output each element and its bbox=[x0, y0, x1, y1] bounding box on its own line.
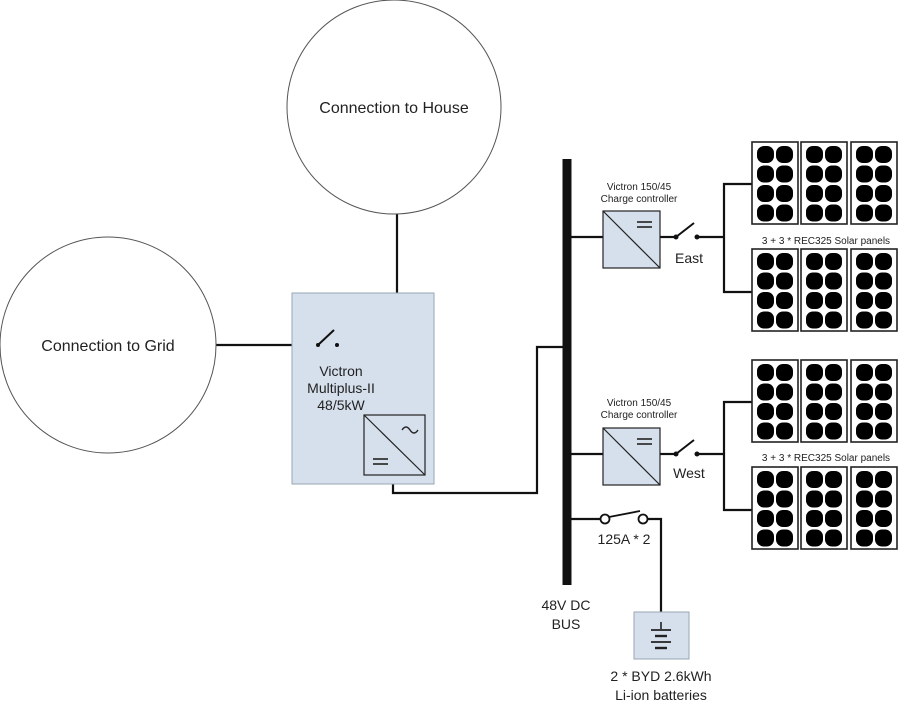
solar-panel-east-2-3 bbox=[850, 248, 898, 332]
solar-panel-east-2-2 bbox=[800, 248, 848, 332]
battery-label-line2: Li-ion batteries bbox=[615, 687, 707, 703]
battery: 2 * BYD 2.6kWh Li-ion batteries bbox=[610, 611, 712, 703]
solar-panel-west-1-1 bbox=[751, 359, 799, 443]
east-charge-controller: Victron 150/45 Charge controller East bbox=[601, 182, 703, 269]
east-controller-label-line2: Charge controller bbox=[601, 194, 678, 205]
east-array-label: East bbox=[675, 250, 703, 266]
grid-label: Connection to Grid bbox=[41, 338, 174, 355]
west-panels-label: 3 + 3 * REC325 Solar panels bbox=[762, 453, 890, 464]
west-controller-label-line1: Victron 150/45 bbox=[607, 398, 672, 409]
grid-connection: Connection to Grid bbox=[0, 236, 217, 454]
east-controller-label-line1: Victron 150/45 bbox=[607, 182, 672, 193]
fuse: 125A * 2 bbox=[598, 510, 651, 547]
house-connection: Connection to House bbox=[286, 0, 502, 215]
wire-east-panel-fork bbox=[722, 182, 752, 294]
solar-panel-east-1-3 bbox=[850, 141, 898, 225]
solar-panel-west-1-2 bbox=[800, 359, 848, 443]
wire-west-panel-fork bbox=[722, 400, 752, 512]
solar-panel-west-2-3 bbox=[850, 466, 898, 550]
east-dcdc-icon bbox=[602, 210, 661, 269]
inverter-label-line2: Multiplus-II bbox=[307, 380, 375, 396]
east-panels-label: 3 + 3 * REC325 Solar panels bbox=[762, 236, 890, 247]
inverter-label-line1: Victron bbox=[319, 363, 362, 379]
inverter-enclosure bbox=[291, 292, 435, 485]
fuse-icon bbox=[599, 510, 649, 525]
west-array-label: West bbox=[673, 465, 705, 481]
solar-panel-east-1-2 bbox=[800, 141, 848, 225]
fuse-label: 125A * 2 bbox=[598, 531, 651, 547]
wire-inverter-bus bbox=[391, 345, 567, 495]
grid-circle bbox=[0, 236, 217, 454]
solar-panel-east-2-1 bbox=[751, 248, 799, 332]
solar-panel-arrays bbox=[751, 141, 898, 550]
west-dcdc-icon bbox=[602, 427, 661, 486]
east-switch-icon bbox=[673, 222, 700, 240]
wiring bbox=[216, 182, 752, 612]
bus-label-line2: BUS bbox=[552, 616, 581, 632]
wire-fuse-battery bbox=[647, 517, 663, 612]
inverter-acdc-icon bbox=[363, 414, 426, 476]
solar-panel-west-2-2 bbox=[800, 466, 848, 550]
house-circle bbox=[286, 0, 502, 215]
battery-label-line1: 2 * BYD 2.6kWh bbox=[610, 668, 711, 684]
inverter-ac-switch-icon bbox=[316, 329, 339, 347]
west-charge-controller: Victron 150/45 Charge controller West bbox=[601, 398, 705, 486]
dc-bus: 48V DC BUS bbox=[541, 159, 591, 632]
west-switch-icon bbox=[673, 439, 700, 457]
solar-panel-west-2-1 bbox=[751, 466, 799, 550]
bus-label-line1: 48V DC bbox=[541, 597, 590, 613]
battery-icon bbox=[651, 622, 671, 650]
inverter-label-line3: 48/5kW bbox=[317, 397, 365, 413]
solar-panel-west-1-3 bbox=[850, 359, 898, 443]
battery-enclosure bbox=[633, 611, 690, 660]
house-label: Connection to House bbox=[319, 100, 469, 117]
solar-panel-east-1-1 bbox=[751, 141, 799, 225]
inverter-box: Victron Multiplus-II 48/5kW bbox=[291, 292, 435, 485]
west-controller-label-line2: Charge controller bbox=[601, 410, 678, 421]
